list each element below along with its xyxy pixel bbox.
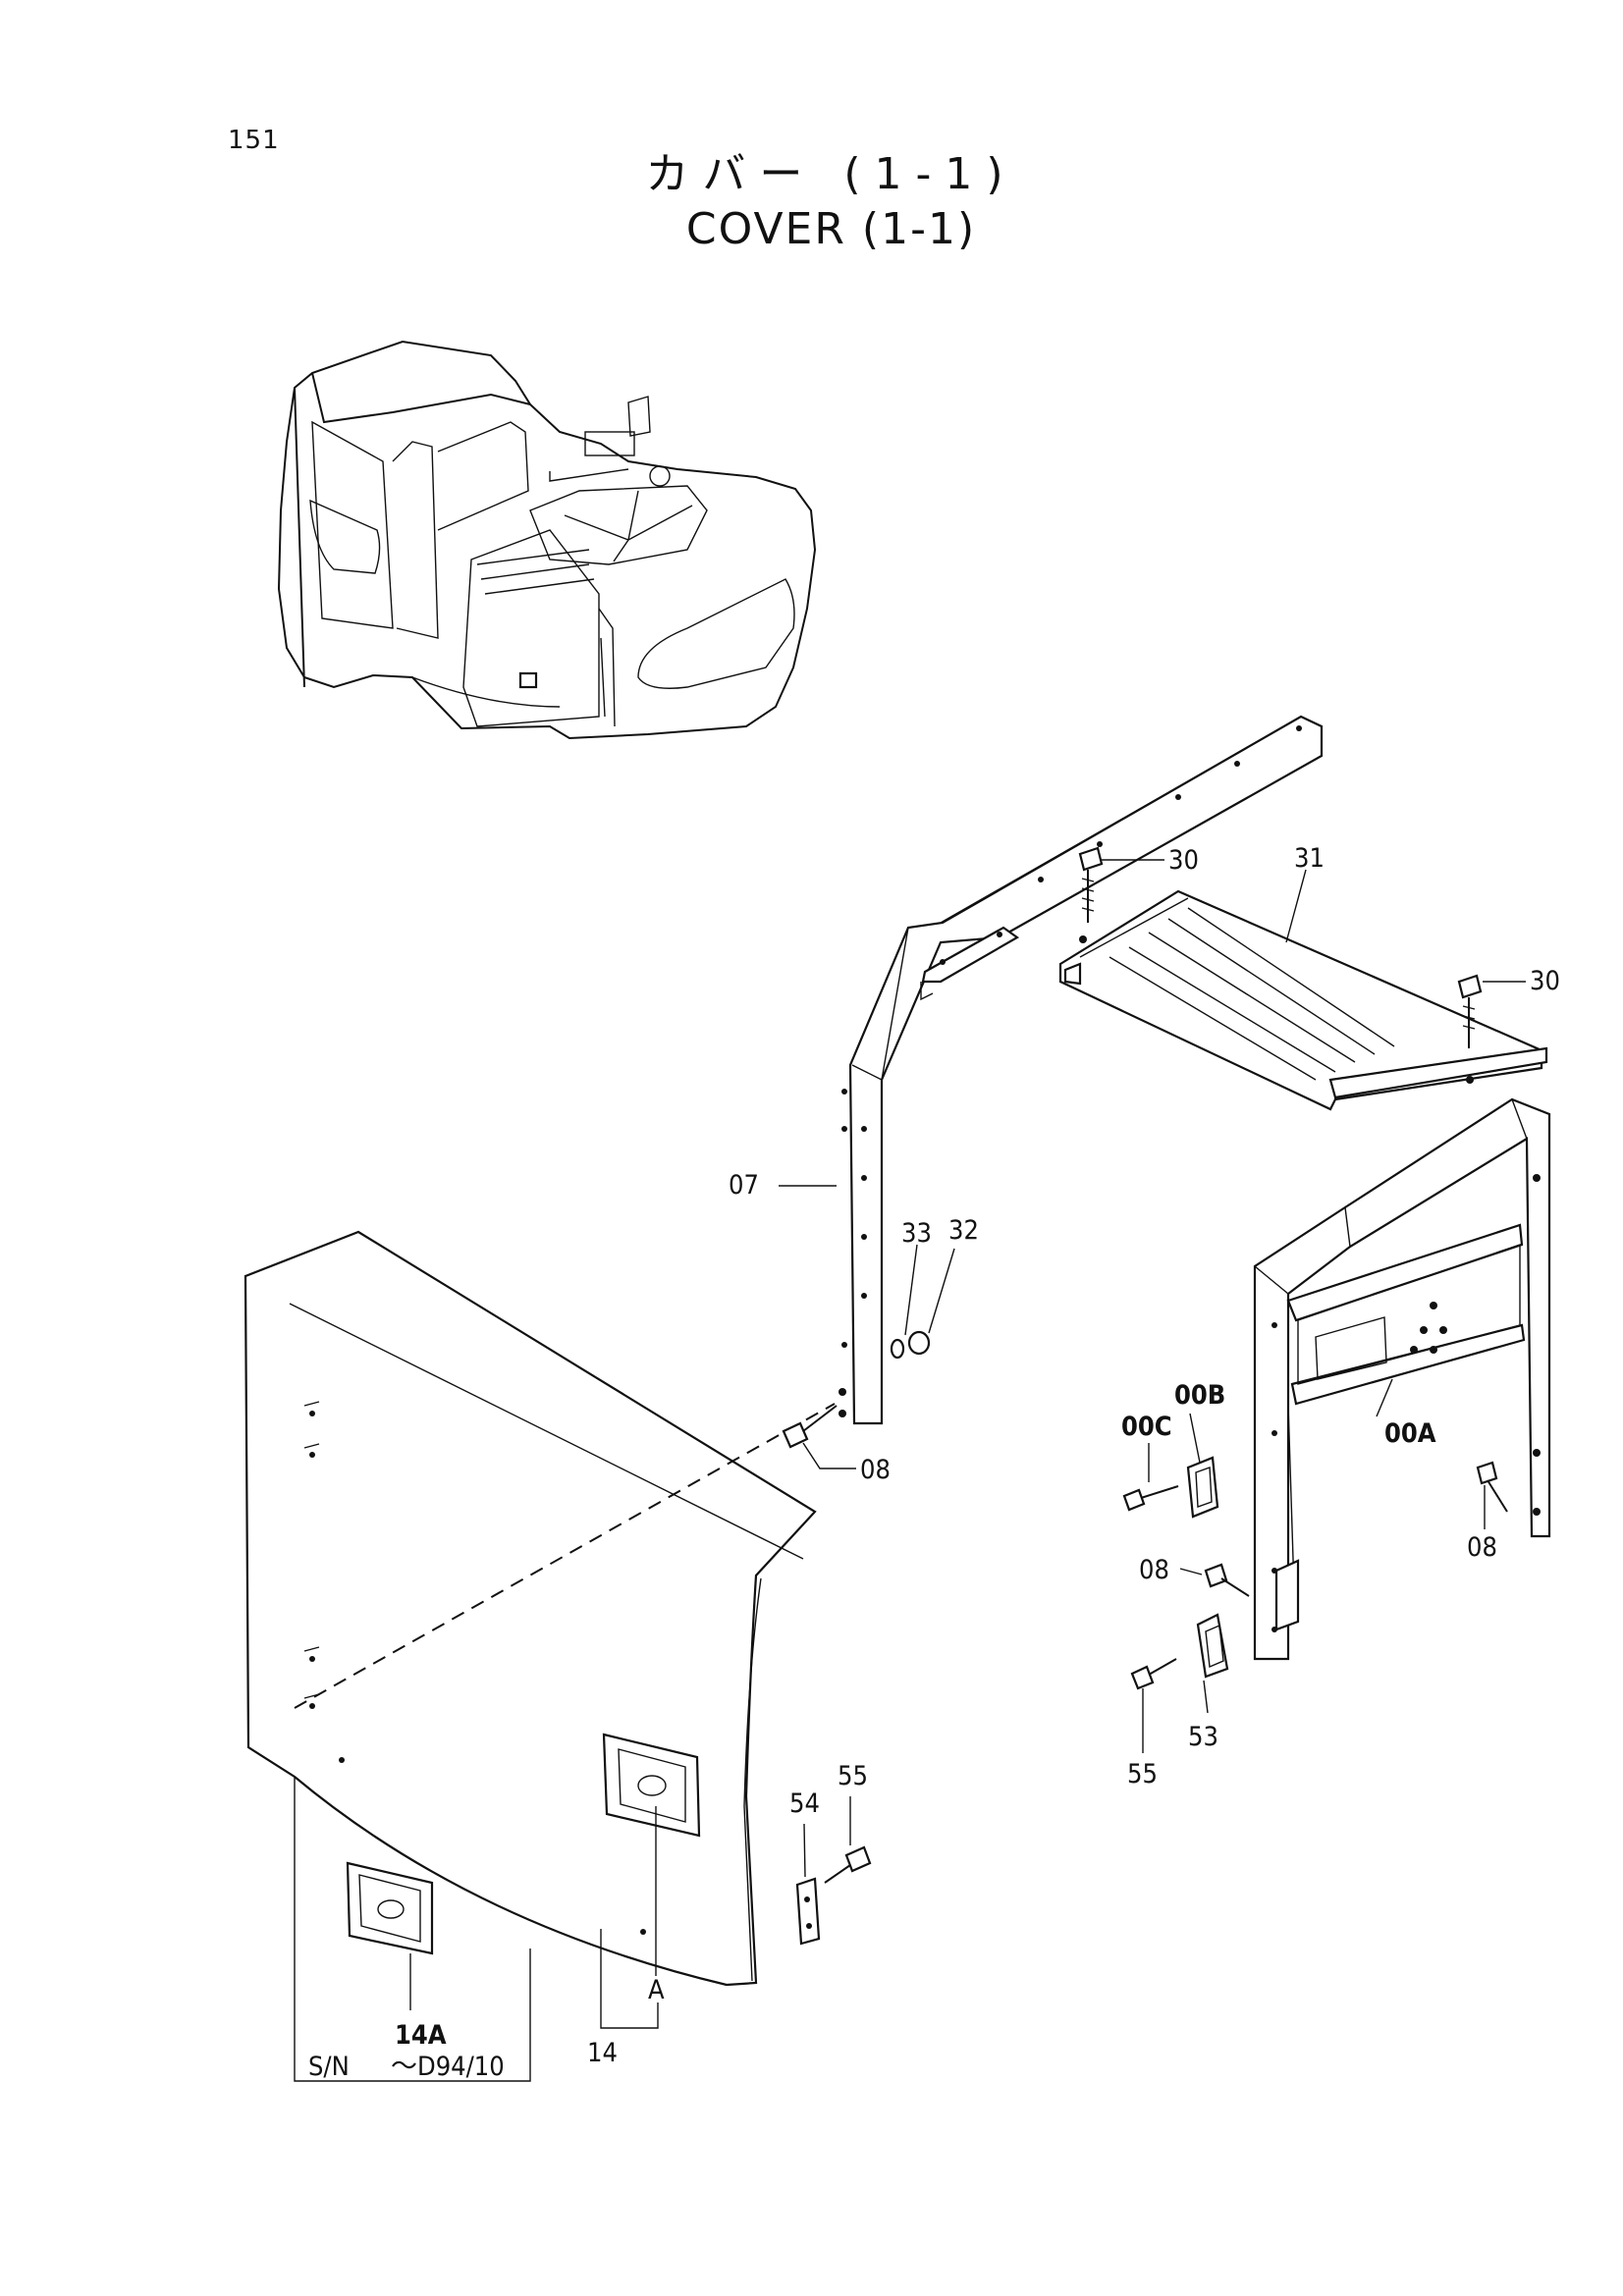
serial-inset-box <box>294 1777 531 2082</box>
callout-55-left: 55 <box>838 1761 868 1791</box>
title-japanese: カバー (1-1) <box>645 149 1017 199</box>
callout-31: 31 <box>1294 843 1325 874</box>
side-frame-assembly <box>1253 1097 1551 1661</box>
hardware-bolt-08-right <box>1476 1461 1508 1513</box>
callout-00a: 00A <box>1384 1418 1436 1449</box>
excavator-overview-illustration <box>277 340 817 740</box>
serial-range: ～D94/10 <box>391 2052 505 2082</box>
callout-55-right: 55 <box>1127 1759 1158 1789</box>
hardware-bolt-08-middle <box>1204 1563 1250 1597</box>
hardware-bolt-08-left <box>782 1405 838 1449</box>
title-english: COVER (1-1) <box>685 204 977 254</box>
hardware-bolt-55-right <box>1130 1658 1177 1690</box>
hardware-washer-33 <box>890 1338 905 1360</box>
page-title: カバー (1-1) COVER (1-1) <box>0 147 1623 257</box>
hardware-bolt-30-top <box>1078 846 1104 923</box>
hardware-bracket-00b <box>1186 1456 1219 1519</box>
hardware-bolt-55-left <box>824 1845 872 1884</box>
serial-prefix: S/N <box>308 2052 350 2082</box>
hardware-bolt-30-right <box>1457 974 1483 1048</box>
hardware-nut-32 <box>907 1330 931 1356</box>
callout-32: 32 <box>948 1215 979 1246</box>
callout-labels: 30 31 30 07 33 32 08 00B 00C 00A 08 08 5… <box>308 843 1560 2082</box>
callout-08-right: 08 <box>1467 1532 1497 1563</box>
callout-14a: 14A <box>395 2020 447 2051</box>
hardware-bracket-53 <box>1196 1613 1229 1679</box>
page-number: 151 <box>228 126 280 155</box>
leader-lines <box>600 859 1526 2029</box>
step-grating-assembly <box>1058 889 1548 1111</box>
callout-30-top: 30 <box>1168 845 1199 876</box>
callout-08-left: 08 <box>860 1455 891 1485</box>
callout-53: 53 <box>1188 1722 1218 1752</box>
callout-00c: 00C <box>1121 1412 1172 1442</box>
alignment-dashed-line <box>294 1403 836 1709</box>
callout-30-right: 30 <box>1530 966 1560 996</box>
door-cover-panel <box>243 1230 817 1987</box>
callout-07: 07 <box>729 1170 759 1201</box>
hardware-bolt-00c <box>1122 1485 1179 1512</box>
callout-00b: 00B <box>1174 1380 1225 1411</box>
callout-33: 33 <box>901 1218 932 1249</box>
callout-14: 14 <box>587 2038 618 2068</box>
callout-08-middle: 08 <box>1139 1555 1169 1585</box>
callout-a: A <box>648 1975 665 2005</box>
callout-54: 54 <box>789 1789 820 1819</box>
hardware-bracket-54 <box>795 1877 821 1946</box>
